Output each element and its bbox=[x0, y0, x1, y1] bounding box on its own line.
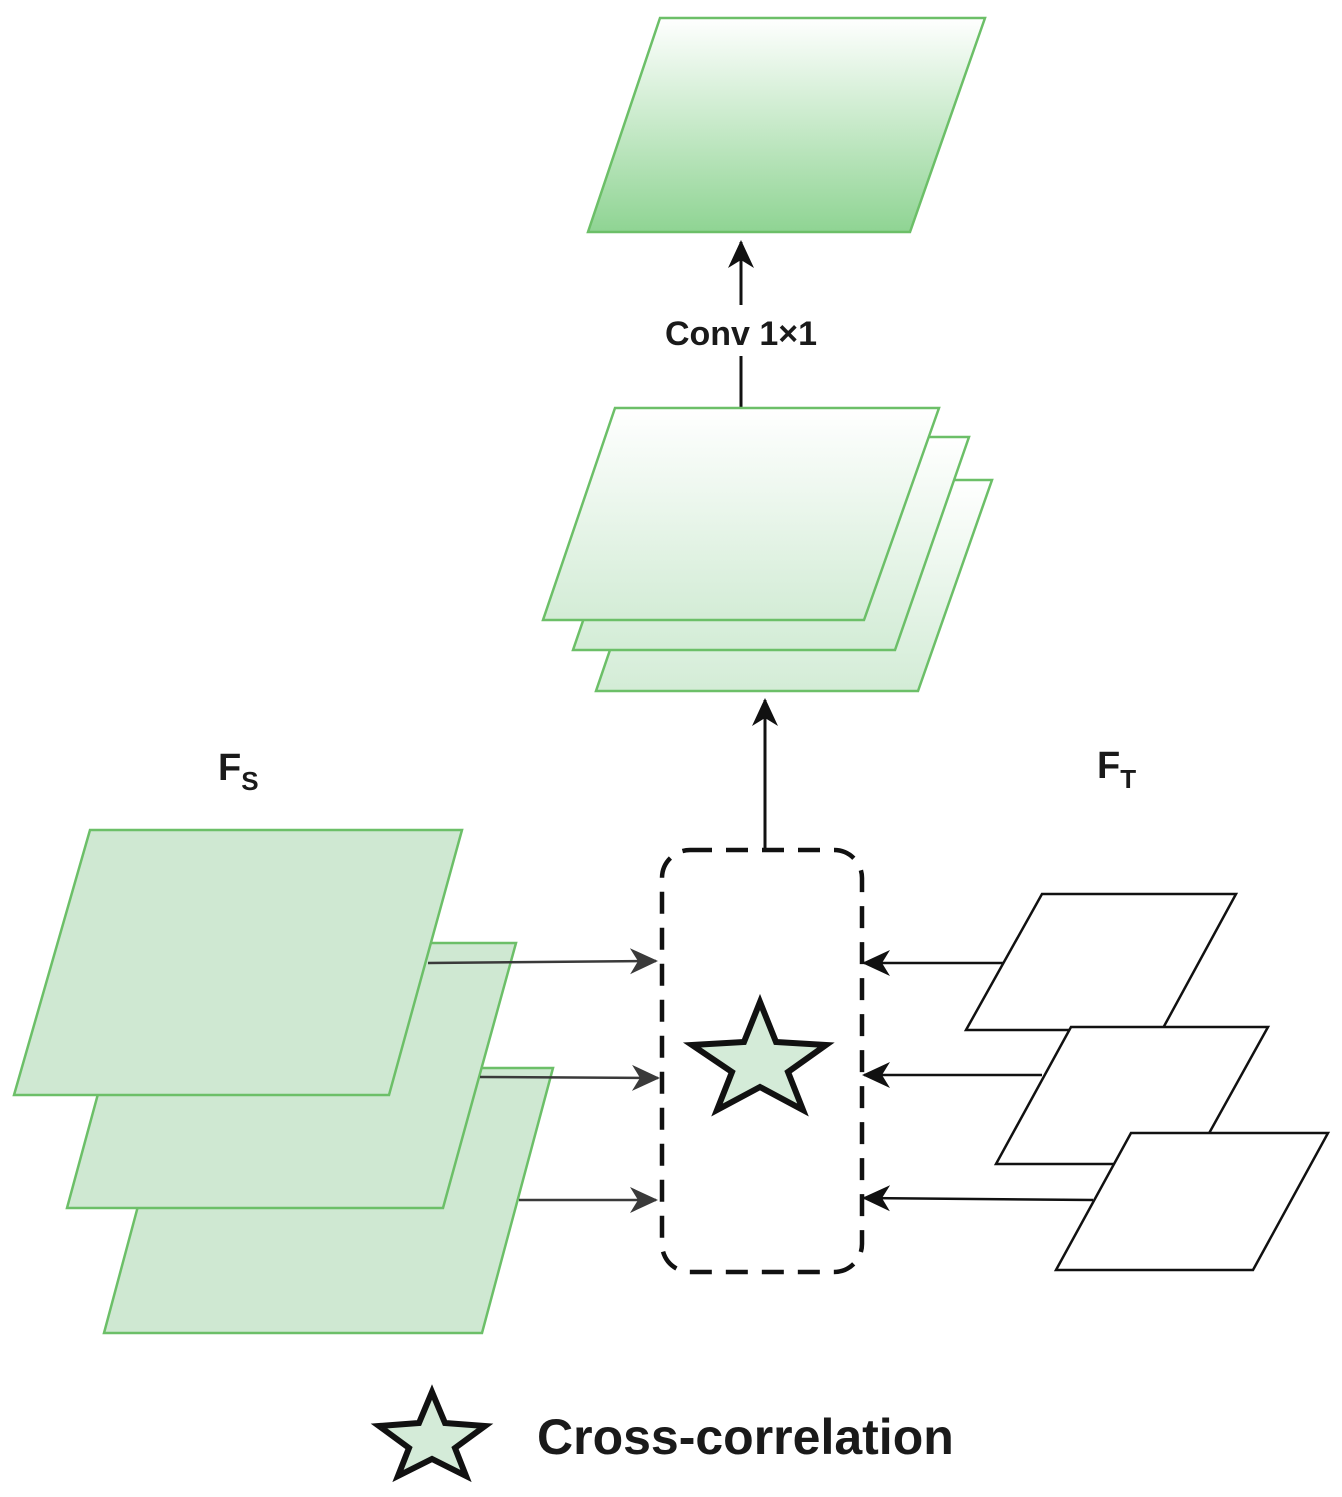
target-arrow-3 bbox=[862, 1185, 1094, 1212]
output-feature-map bbox=[586, 16, 987, 234]
source-feature-stack bbox=[12, 828, 555, 1335]
conv-label: Conv 1×1 bbox=[665, 315, 817, 353]
target-map-3 bbox=[1053, 1131, 1331, 1272]
star-icon bbox=[682, 993, 835, 1117]
target-map-1 bbox=[963, 892, 1239, 1032]
correlation-box bbox=[659, 847, 865, 1275]
source-arrows bbox=[427, 948, 660, 1213]
target-feature-stack bbox=[963, 892, 1331, 1272]
fs-label: FS bbox=[218, 747, 259, 796]
legend: Cross-correlation bbox=[370, 1384, 954, 1483]
source-arrow-1 bbox=[427, 948, 658, 975]
correlation-output-stack bbox=[541, 406, 994, 693]
ft-label: FT bbox=[1097, 745, 1136, 794]
target-arrows bbox=[862, 950, 1094, 1212]
legend-star-icon bbox=[370, 1384, 494, 1483]
source-map-1 bbox=[12, 828, 464, 1097]
source-arrow-2 bbox=[479, 1064, 660, 1091]
correlation-map-1 bbox=[541, 406, 941, 622]
legend-label: Cross-correlation bbox=[537, 1409, 954, 1465]
